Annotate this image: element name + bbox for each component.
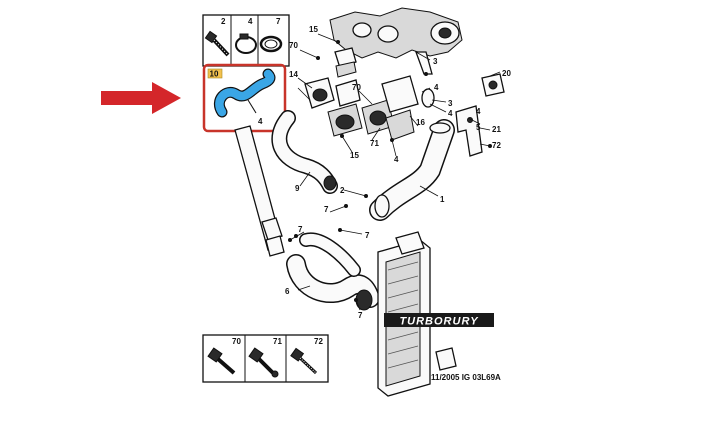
callout-1: 1 (440, 195, 445, 204)
kit-label-2: 2 (221, 17, 226, 26)
highlight-frame: 10 4 (202, 63, 287, 133)
clip-icon (259, 35, 283, 53)
pointer-arrow (101, 82, 181, 114)
red-arrow-shape (101, 82, 181, 114)
callout-2: 2 (340, 186, 345, 195)
callout-highlight-4: 4 (258, 117, 263, 126)
callout-72: 72 (492, 141, 501, 150)
reference-code: 11/2005 IG 03L69A (431, 373, 501, 382)
callout-3-right: 3 (448, 99, 453, 108)
callout-numbers: 15 70 14 9 2 7 15 70 71 4 3 4 3 4 16 4 2… (285, 25, 511, 320)
callout-4-bracket: 4 (476, 107, 481, 116)
callout-20: 20 (502, 69, 511, 78)
kit-label-7: 7 (276, 17, 281, 26)
turbo-housing (329, 7, 463, 75)
rigid-pipe-1 (369, 119, 455, 221)
kit-box-bottom: 70 71 72 (202, 334, 329, 383)
callout-4-right-2: 4 (448, 109, 453, 118)
screw-icon (290, 347, 318, 375)
callout-16: 16 (416, 118, 425, 127)
flange-bolt-icon (207, 347, 236, 375)
callout-14: 14 (289, 70, 298, 79)
kit-label-71: 71 (273, 337, 282, 346)
callout-70: 70 (289, 41, 298, 50)
callout-71: 71 (370, 139, 379, 148)
callout-5: 5 (476, 123, 481, 132)
callout-7-left: 7 (298, 225, 303, 234)
hose-6 (286, 232, 380, 311)
kit-label-72: 72 (314, 337, 323, 346)
callout-7-mid: 7 (365, 231, 370, 240)
callout-4: 4 (394, 155, 399, 164)
hose-clamp-icon (235, 33, 257, 54)
blue-hose-highlight (213, 68, 276, 118)
stud-bolt-icon (248, 347, 279, 378)
kit-label-4: 4 (248, 17, 253, 26)
callout-21: 21 (492, 125, 501, 134)
watermark: TURBORURY (384, 313, 494, 328)
hose-fittings (304, 47, 435, 141)
callout-15-lower: 15 (350, 151, 359, 160)
leader-lines (289, 33, 501, 311)
callout-9: 9 (295, 184, 300, 193)
kit-box-top: 2 4 7 (202, 14, 290, 67)
part-number-badge-text: 10 (210, 70, 219, 79)
part-number-badge (207, 68, 223, 79)
callout-70-lower: 70 (352, 83, 361, 92)
intake-pipe-left (234, 125, 285, 257)
callout-6: 6 (285, 287, 290, 296)
mounting-bracket (455, 73, 505, 157)
watermark-text: TURBORURY (399, 316, 479, 328)
callout-7-low: 7 (358, 311, 363, 320)
callout-7: 7 (324, 205, 329, 214)
callout-3: 3 (433, 57, 438, 66)
fastener-markers (288, 40, 492, 302)
callout-15: 15 (309, 25, 318, 34)
callout-4-right: 4 (434, 83, 439, 92)
bolt-icon (204, 30, 230, 57)
kit-label-70: 70 (232, 337, 241, 346)
hose-9 (271, 110, 338, 194)
